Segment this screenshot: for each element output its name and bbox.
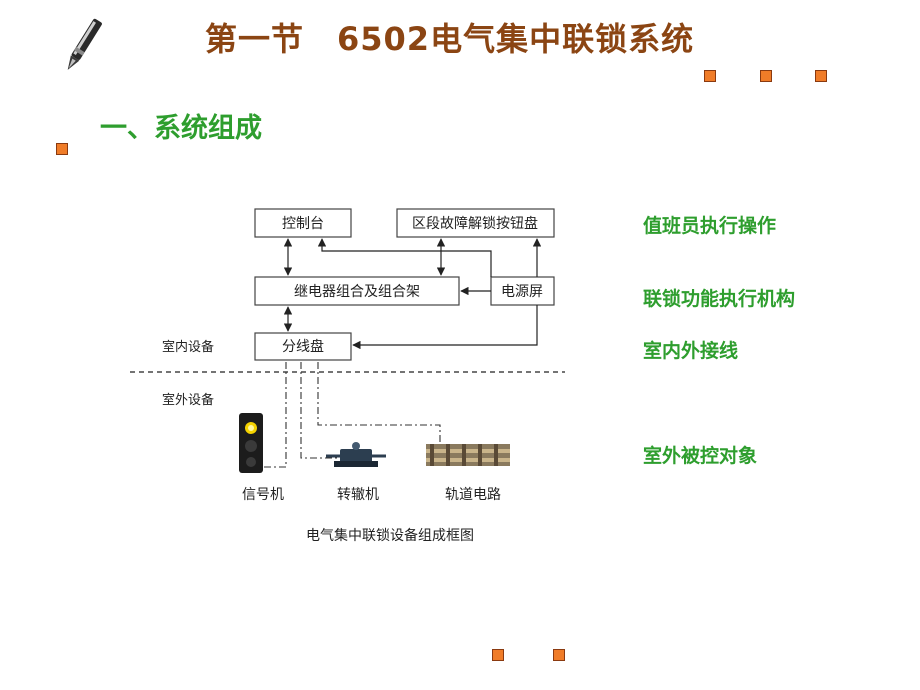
square-bullet-icon: [56, 143, 68, 155]
power-panel-label: 电源屏: [501, 284, 543, 300]
indoor-zone-label: 室内设备: [162, 339, 214, 355]
pen-icon: [67, 18, 102, 70]
track-cable: [317, 362, 441, 444]
power-panel-box: [490, 276, 555, 306]
console-box: [254, 208, 352, 238]
relay-rack-box: [254, 276, 460, 306]
distribution-label: 分线盘: [282, 338, 324, 355]
section-release-box: [396, 208, 555, 238]
slide-title: 第一节 6502电气集中联锁系统: [205, 20, 695, 58]
signal-cable: [262, 362, 287, 468]
power-to-console-link: [317, 238, 492, 262]
diagram-caption: 电气集中联锁设备组成框图: [306, 527, 474, 544]
track-circuit-icon: [426, 444, 510, 466]
track-circuit-label: 轨道电路: [445, 487, 501, 503]
signal-machine-icon: [239, 413, 263, 473]
note-controlled-objects: 室外被控对象: [643, 445, 758, 467]
console-label: 控制台: [282, 216, 324, 232]
note-interlock-mechanism: 联锁功能执行机构: [643, 288, 796, 310]
section-heading: 一、系统组成: [100, 113, 262, 144]
note-indoor-outdoor-wiring: 室内外接线: [643, 340, 739, 362]
distribution-box: [254, 332, 352, 361]
relay-rack-label: 继电器组合及组合架: [294, 284, 420, 300]
switch-cable: [300, 362, 340, 459]
square-bullet-icon: [704, 70, 716, 82]
square-bullet-icon: [815, 70, 827, 82]
square-bullet-icon: [492, 649, 504, 661]
power-to-distribution-link: [352, 305, 538, 350]
square-bullet-icon: [760, 70, 772, 82]
outdoor-zone-label: 室外设备: [162, 392, 214, 408]
section-release-label: 区段故障解锁按钮盘: [412, 215, 538, 232]
switch-machine-icon: [326, 442, 386, 467]
note-operator: 值班员执行操作: [643, 215, 777, 237]
signal-label: 信号机: [242, 487, 284, 503]
square-bullet-icon: [553, 649, 565, 661]
switch-machine-label: 转辙机: [337, 487, 379, 503]
